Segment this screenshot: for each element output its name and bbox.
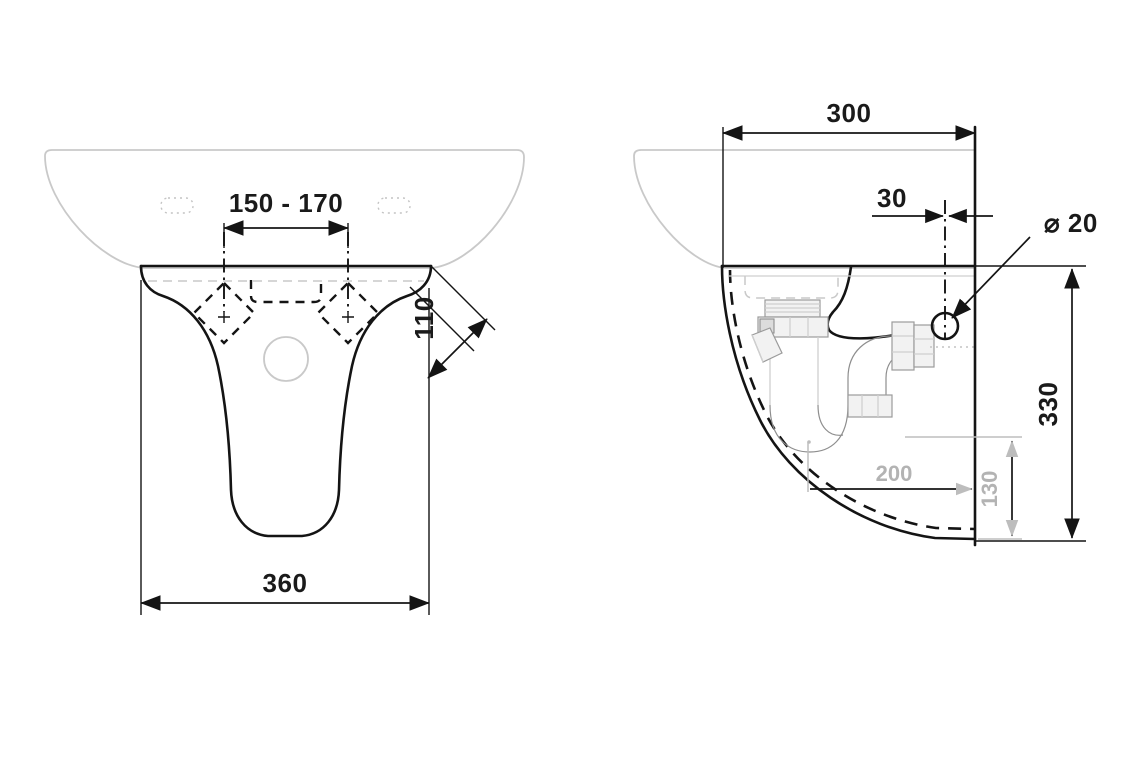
fixing-slot-right [377, 197, 411, 214]
waste-fitting [744, 276, 849, 453]
front-recess-dashed [249, 280, 323, 304]
dim-height-total: 330 [950, 265, 1086, 542]
overflow-hole [263, 336, 309, 382]
dim-tap-spacing-label: 150 - 170 [229, 188, 343, 218]
fixing-slot-left [160, 197, 194, 214]
dim-trap-reach-label: 200 [876, 461, 913, 486]
front-basin-ghost-outline [44, 149, 525, 269]
side-bowl-inner-dashed [728, 269, 976, 531]
front-pedestal-outline [139, 264, 433, 538]
dim-trap-height: 130 [905, 436, 1022, 540]
tap-hole-right [316, 281, 380, 345]
dim-outlet-diameter-label: ⌀ 20 [1044, 208, 1098, 238]
dim-trap-height-label: 130 [977, 471, 1002, 508]
dim-tap-spacing: 150 - 170 [223, 188, 349, 248]
tap-hole-left [192, 281, 256, 345]
dim-basin-width: 360 [140, 280, 430, 615]
side-view: 300 30 ⌀ 20 330 [633, 98, 1098, 547]
front-view: 150 - 170 360 110 [44, 149, 525, 615]
side-basin-ghost-outline [633, 149, 976, 269]
dim-height-total-label: 330 [1033, 382, 1063, 427]
dim-outlet-offset-label: 30 [877, 183, 907, 213]
dim-outlet-offset: 30 [872, 183, 993, 224]
dim-outlet-diameter: ⌀ 20 [951, 208, 1098, 319]
dim-corner-chamfer: 110 [409, 265, 496, 379]
dim-basin-width-label: 360 [263, 568, 308, 598]
dim-basin-depth-label: 300 [827, 98, 872, 128]
dim-corner-chamfer-label: 110 [409, 296, 439, 339]
bottle-trap [847, 321, 935, 418]
dim-trap-reach: 200 [807, 440, 973, 496]
dim-basin-depth: 300 [722, 98, 976, 268]
side-bowl-profile [720, 264, 977, 541]
